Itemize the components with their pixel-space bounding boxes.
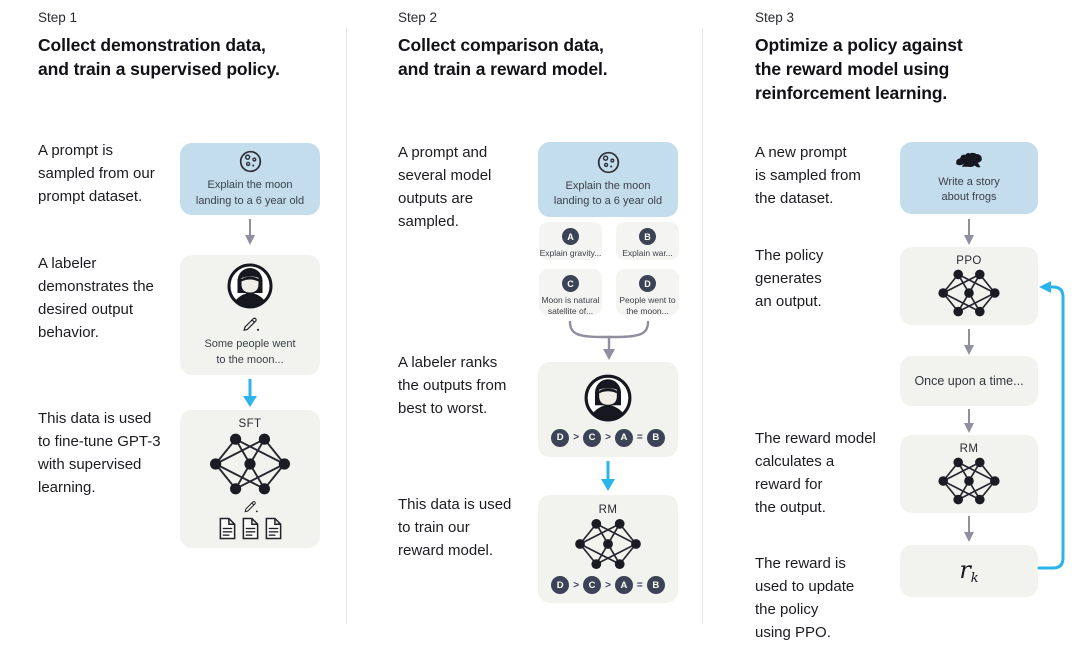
arrow-down-icon	[245, 219, 255, 245]
step2-title: Collect comparison data, and train a rew…	[398, 35, 608, 80]
documents-icon	[218, 517, 283, 540]
step3-output-box: Once upon a time...	[900, 356, 1038, 406]
neural-network-icon	[938, 269, 1000, 317]
output-box-b: B Explain war...	[616, 222, 679, 260]
step2-rm-box: RM D > C > A = B	[538, 495, 678, 603]
step3-paragraph-2: The policy generates an output.	[755, 247, 824, 310]
rank-chip: A	[614, 428, 633, 447]
step3-title: Optimize a policy against the reward mod…	[755, 35, 963, 104]
reward-value: rk	[959, 556, 978, 586]
step3-paragraph-3: The reward model calculates a reward for…	[755, 430, 876, 516]
rank-chip: D	[551, 428, 570, 447]
step2-prompt-box: Explain the moon landing to a 6 year old	[538, 142, 678, 217]
output-box-a: A Explain gravity...	[539, 222, 602, 260]
step1-paragraph-2: A labeler demonstrates the desired outpu…	[38, 255, 154, 341]
feedback-loop-arrow-icon	[1037, 281, 1065, 570]
output-badge-a: A	[562, 228, 579, 245]
frog-icon	[956, 152, 982, 168]
neural-network-icon	[938, 457, 1000, 505]
step3-ppo-box: PPO	[900, 247, 1038, 325]
neural-network-icon	[210, 433, 290, 495]
step2-paragraph-3: This data is used to train our reward mo…	[398, 496, 512, 559]
step1-demonstration-text: Some people went to the moon...	[204, 338, 296, 366]
step3-reward-box: rk	[900, 545, 1038, 597]
rank-separator: =	[636, 432, 643, 443]
step3-prompt-text: Write a story about frogs	[938, 175, 1000, 203]
pencil-icon	[243, 501, 258, 513]
output-text-a: Explain gravity...	[539, 248, 602, 258]
output-text-b: Explain war...	[622, 248, 673, 258]
rank-chip: D	[551, 576, 570, 594]
rank-chip: B	[646, 576, 665, 594]
rank-separator: =	[636, 579, 643, 591]
output-badge-d: D	[639, 275, 656, 292]
rank-separator: >	[605, 432, 611, 443]
column-divider-2	[702, 28, 703, 624]
rank-chip: C	[583, 576, 602, 594]
step3-output-text: Once upon a time...	[914, 374, 1024, 388]
ppo-label: PPO	[956, 255, 982, 267]
step1-labeler-box: Some people went to the moon...	[180, 255, 320, 375]
person-icon	[584, 374, 632, 421]
reward-subscript: k	[970, 571, 979, 587]
step3-rm-box: RM	[900, 435, 1038, 513]
step3-prompt-box: Write a story about frogs	[900, 142, 1038, 214]
output-box-d: D People went to the moon...	[616, 269, 679, 317]
rank-chip: B	[646, 428, 665, 447]
arrow-down-icon	[964, 219, 974, 245]
merge-arrow-icon	[568, 320, 650, 360]
step1-title: Collect demonstration data, and train a …	[38, 35, 280, 80]
arrow-down-icon	[964, 409, 974, 433]
moon-icon	[597, 151, 619, 173]
step3-paragraph-4: The reward is used to update the policy …	[755, 555, 855, 641]
arrow-down-icon	[964, 329, 974, 355]
step3-paragraph-1: A new prompt is sampled from the dataset…	[755, 144, 861, 207]
person-icon	[227, 263, 273, 309]
step2-paragraph-1: A prompt and several model outputs are s…	[398, 144, 492, 230]
step2-prompt-text: Explain the moon landing to a 6 year old	[553, 179, 663, 207]
rank-separator: >	[605, 579, 611, 591]
arrow-down-icon	[964, 516, 974, 542]
moon-icon	[239, 150, 261, 173]
step1-paragraph-3: This data is used to fine-tune GPT-3 wit…	[38, 410, 161, 496]
step1-prompt-text: Explain the moon landing to a 6 year old	[195, 179, 305, 207]
step1-prompt-box: Explain the moon landing to a 6 year old	[180, 143, 320, 215]
step2-paragraph-2: A labeler ranks the outputs from best to…	[398, 354, 507, 417]
output-box-c: C Moon is natural satellite of...	[539, 269, 602, 317]
output-text-d: People went to the moon...	[619, 295, 676, 317]
output-text-c: Moon is natural satellite of...	[541, 295, 600, 317]
neural-network-icon	[575, 518, 641, 570]
rm-label: RM	[959, 443, 979, 455]
output-badge-b: B	[639, 228, 656, 245]
arrow-down-blue-icon	[601, 461, 615, 491]
step1-paragraph-1: A prompt is sampled from our prompt data…	[38, 142, 155, 205]
step1-sft-box: SFT	[180, 410, 320, 548]
step2-labeler-box: D > C > A = B	[538, 362, 678, 457]
step2-label: Step 2	[398, 10, 438, 25]
rank-separator: >	[573, 579, 580, 591]
rank-separator: >	[573, 432, 580, 443]
rank-chip: A	[614, 576, 633, 594]
sft-label: SFT	[238, 418, 262, 430]
reward-symbol: r	[959, 555, 971, 584]
step3-label: Step 3	[755, 10, 795, 25]
ranking-row: D > C > A = B	[551, 576, 665, 594]
step1-label: Step 1	[38, 10, 78, 25]
column-divider-1	[346, 28, 347, 624]
output-badge-c: C	[562, 275, 579, 292]
pencil-icon	[242, 317, 259, 332]
ranking-row: D > C > A = B	[551, 428, 665, 447]
rank-chip: C	[583, 428, 602, 447]
rm-label: RM	[598, 504, 618, 516]
arrow-down-blue-icon	[243, 379, 257, 407]
